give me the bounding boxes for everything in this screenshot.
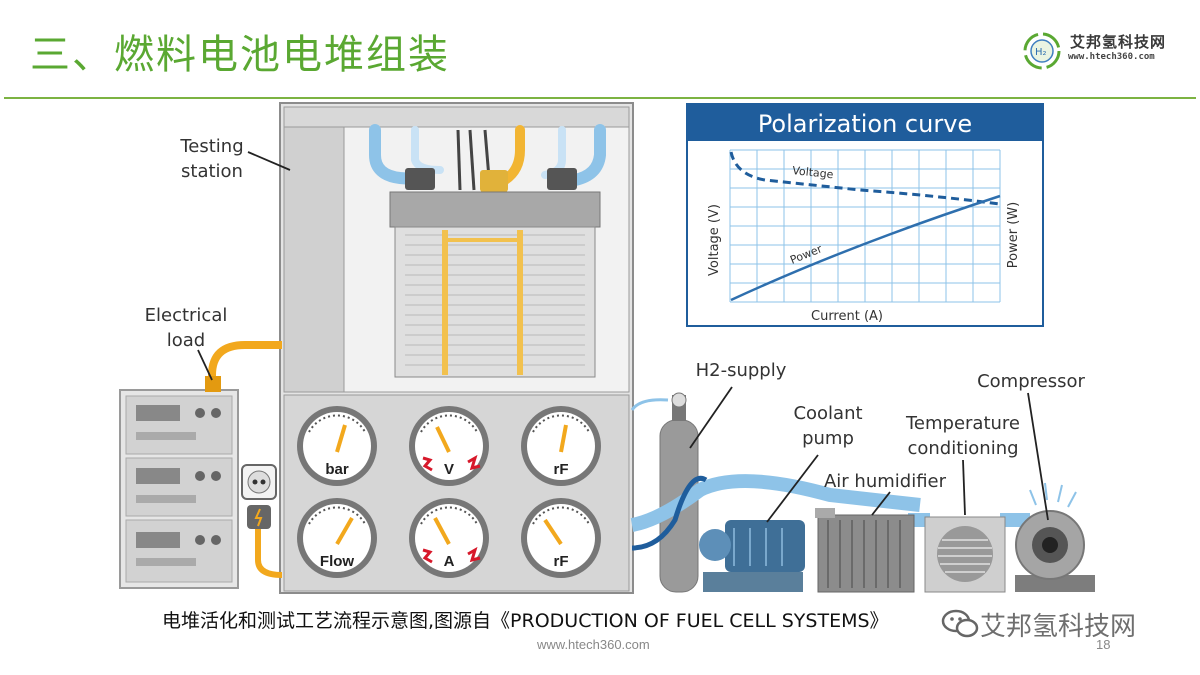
- polarization-xlabel: Current (A): [811, 309, 883, 324]
- watermark-text: 艾邦氢科技网: [980, 612, 1137, 642]
- label-h2-supply: H2-supply: [696, 360, 787, 381]
- wechat-icon: [941, 609, 979, 638]
- gauge-rf-bottom: rF: [521, 498, 601, 578]
- gauge-bar: bar: [297, 406, 377, 486]
- label-air-humidifier: Air humidifier: [824, 471, 947, 492]
- gauge-label: rF: [554, 553, 569, 570]
- gauge-label: bar: [325, 461, 349, 478]
- label-temperature-conditioning: conditioning: [907, 438, 1018, 459]
- voltage-curve-label: Voltage: [792, 164, 835, 181]
- figure-caption: 电堆活化和测试工艺流程示意图,图源自《PRODUCTION OF FUEL CE…: [162, 610, 889, 632]
- polarization-ylabel: Voltage (V): [707, 204, 722, 276]
- page-number: 18: [1096, 637, 1111, 652]
- label-electrical-load: Electrical: [145, 305, 228, 326]
- gauge-label: A: [444, 553, 455, 570]
- label-compressor: Compressor: [977, 371, 1085, 392]
- label-coolant-pump: pump: [802, 428, 854, 449]
- footer-url: www.htech360.com: [537, 637, 650, 652]
- logo-url: www.htech360.com: [1068, 52, 1155, 62]
- polarization-title: Polarization curve: [758, 110, 972, 138]
- label-testing-station: station: [181, 161, 243, 182]
- gauge-current: A: [409, 498, 489, 578]
- label-electrical-load: load: [167, 330, 205, 351]
- polarization-y2label: Power (W): [1006, 202, 1021, 268]
- electrical-load-unit: [119, 389, 239, 589]
- temperature-conditioning-unit: [924, 516, 1006, 593]
- label-coolant-pump: Coolant: [793, 403, 862, 424]
- logo-name: 艾邦氢科技网: [1070, 33, 1167, 51]
- gauge-rf-top: rF: [521, 406, 601, 486]
- gauge-label: rF: [554, 461, 569, 478]
- label-temperature-conditioning: Temperature: [905, 413, 1020, 434]
- coolant-pump: [699, 520, 805, 592]
- label-testing-station: Testing: [179, 136, 243, 157]
- gauge-label: V: [444, 461, 454, 478]
- compressor: [1015, 482, 1095, 592]
- logo-badge: H₂: [1035, 47, 1047, 58]
- power-plug-icon: [247, 505, 271, 529]
- air-humidifier: [815, 508, 915, 593]
- slide-title: 三、燃料电池电堆组装: [30, 32, 450, 78]
- polarization-curve-panel: Polarization curve Voltage Power: [686, 103, 1044, 327]
- gauge-voltage: V: [409, 406, 489, 486]
- power-socket-icon: [241, 464, 277, 500]
- h2-leaf-logo-icon: H₂: [1023, 32, 1061, 70]
- gauge-flow: Flow: [297, 498, 377, 578]
- title-divider: [4, 97, 1196, 99]
- gauge-label: Flow: [320, 553, 354, 570]
